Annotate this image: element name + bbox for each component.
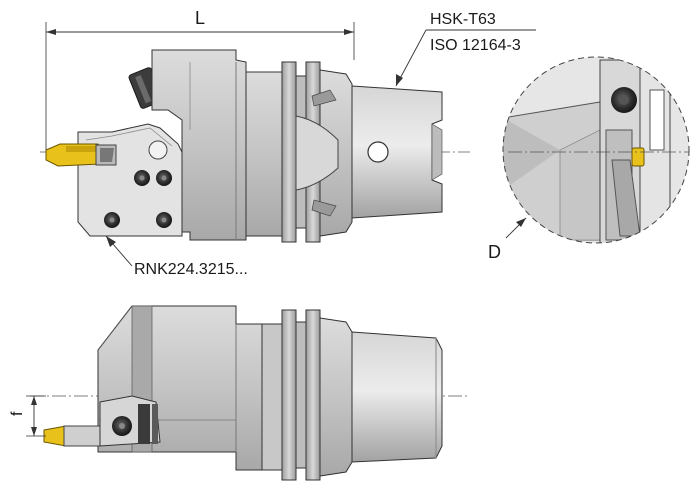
dimension-f-label: f	[9, 411, 26, 416]
insert-top	[45, 143, 117, 167]
interface-label: HSK-T63	[430, 11, 496, 28]
standard-label: ISO 12164-3	[430, 37, 521, 54]
insert-side	[43, 395, 161, 447]
insert-label: RNK224.3215...	[134, 261, 248, 278]
top-view: L	[40, 8, 536, 278]
detail-view-D: D	[488, 56, 690, 262]
side-view: f	[9, 305, 470, 481]
drive-hole	[367, 141, 389, 163]
hsk-flange	[281, 61, 353, 243]
dimension-L: L	[45, 8, 355, 150]
shank-block	[245, 71, 283, 237]
interface-callout: HSK-T63 ISO 12164-3	[395, 11, 536, 87]
side-body	[97, 305, 263, 471]
detail-circle	[502, 56, 690, 244]
insert-callout: RNK224.3215...	[105, 235, 248, 278]
dimension-f: f	[9, 395, 46, 437]
side-taper	[351, 331, 443, 463]
coolant-hole	[148, 140, 168, 160]
dimension-L-label: L	[195, 8, 205, 28]
detail-label: D	[488, 242, 501, 262]
hsk-taper	[351, 85, 443, 219]
